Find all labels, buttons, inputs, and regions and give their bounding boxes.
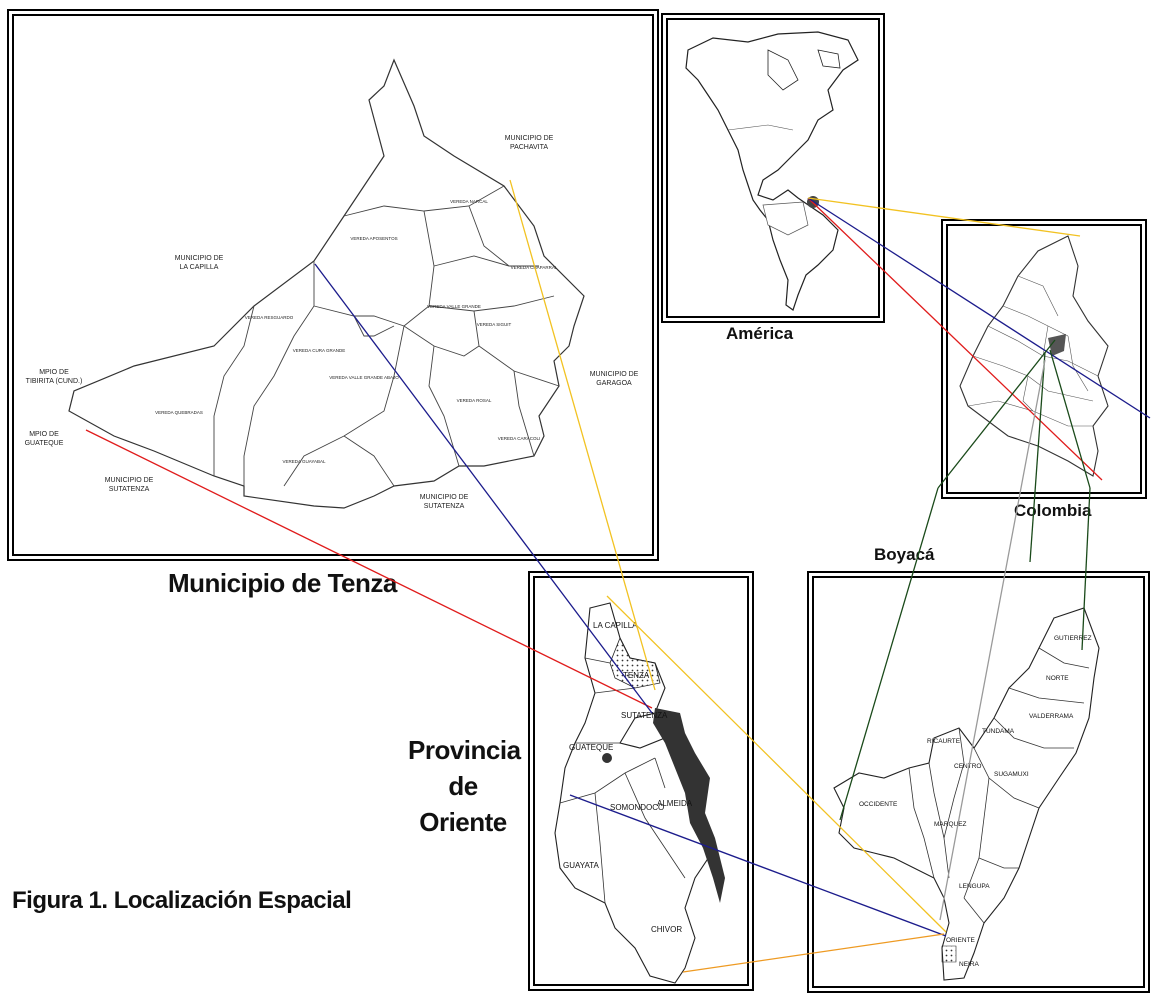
municipio-label: TENZA: [623, 671, 650, 680]
colombia-country-map: [959, 235, 1109, 477]
provincia-oriente-map-frame: LA CAPILLA TENZA SUTATENZA GUATEQUE SOMO…: [528, 571, 754, 991]
provincia-oriente-label: Provincia de Oriente: [408, 735, 521, 837]
america-outline: [685, 31, 859, 311]
vereda-label: VEREDA VALLE GRANDE ABAJO: [329, 375, 399, 380]
boyaca-outline: [833, 607, 1100, 981]
provincia-label: NEIRA: [959, 961, 980, 968]
provincia-label: LENGUPA: [959, 883, 990, 890]
vereda-label: VEREDA ROSAL: [457, 398, 492, 403]
vereda-label: VEREDA RESGUARDO: [245, 315, 294, 320]
boyaca-label: Boyacá: [874, 545, 935, 564]
boyaca-department-map: GUTIERREZ NORTE VALDERRAMA TUNDAMA SUGAM…: [833, 607, 1100, 981]
colombia-highlight: [807, 196, 819, 208]
oriente-highlight: [941, 945, 957, 963]
vereda-label: VEREDA APOSENTOS: [350, 236, 397, 241]
boyaca-highlight: [1048, 334, 1066, 356]
provincia-label: CENTRO: [954, 763, 981, 770]
municipio-label: LA CAPILLA: [593, 621, 638, 630]
provincia-label: SUGAMUXI: [994, 771, 1029, 778]
tenza-title: Municipio de Tenza: [168, 568, 397, 598]
tenza-municipality-map: VEREDA NARCAL VEREDA APOSENTOS VEREDA CH…: [68, 58, 585, 509]
colombia-label: Colombia: [1014, 501, 1092, 520]
tenza-map-frame: VEREDA NARCAL VEREDA APOSENTOS VEREDA CH…: [7, 9, 659, 561]
municipio-label: CHIVOR: [651, 925, 682, 934]
provincia-label: GUTIERREZ: [1054, 635, 1092, 642]
vereda-label: VEREDA VALLE GRANDE: [427, 304, 481, 309]
municipio-label: ALMEIDA: [657, 799, 693, 808]
municipio-label: GUAYATA: [563, 861, 600, 870]
vereda-label: VEREDA SIGUIT: [477, 322, 512, 327]
provincia-label: NORTE: [1046, 675, 1069, 682]
municipio-label: SUTATENZA: [621, 711, 668, 720]
provincia-oriente-map: LA CAPILLA TENZA SUTATENZA GUATEQUE SOMO…: [554, 602, 725, 984]
vereda-label: VEREDA CHAPARRAL: [511, 265, 558, 270]
colombia-map-frame: [941, 219, 1147, 499]
america-map-frame: [661, 13, 885, 323]
provincia-label: OCCIDENTE: [859, 801, 898, 808]
vereda-label: VEREDA CURA GRANDE: [293, 348, 346, 353]
vereda-label: VEREDA CARACOLI: [498, 436, 541, 441]
vereda-label: VEREDA GUAYABAL: [282, 459, 326, 464]
provincia-label: MARQUEZ: [934, 821, 967, 828]
provincia-label: ORIENTE: [946, 937, 976, 944]
vereda-label: VEREDA NARCAL: [450, 199, 488, 204]
america-label: América: [726, 324, 794, 343]
figure-caption: Figura 1. Localización Espacial: [12, 887, 352, 914]
tenza-vereda-labels: VEREDA NARCAL VEREDA APOSENTOS VEREDA CH…: [155, 199, 558, 464]
municipio-label: GUATEQUE: [569, 743, 613, 752]
colombia-outline: [959, 235, 1109, 477]
vereda-label: VEREDA QUEBRADAS: [155, 410, 203, 415]
provincia-label: RICAURTE: [927, 738, 961, 745]
america-continent-map: [685, 31, 859, 311]
provincia-label: VALDERRAMA: [1029, 713, 1074, 720]
boyaca-map-frame: GUTIERREZ NORTE VALDERRAMA TUNDAMA SUGAM…: [807, 571, 1150, 993]
provincia-label: TUNDAMA: [982, 728, 1015, 735]
